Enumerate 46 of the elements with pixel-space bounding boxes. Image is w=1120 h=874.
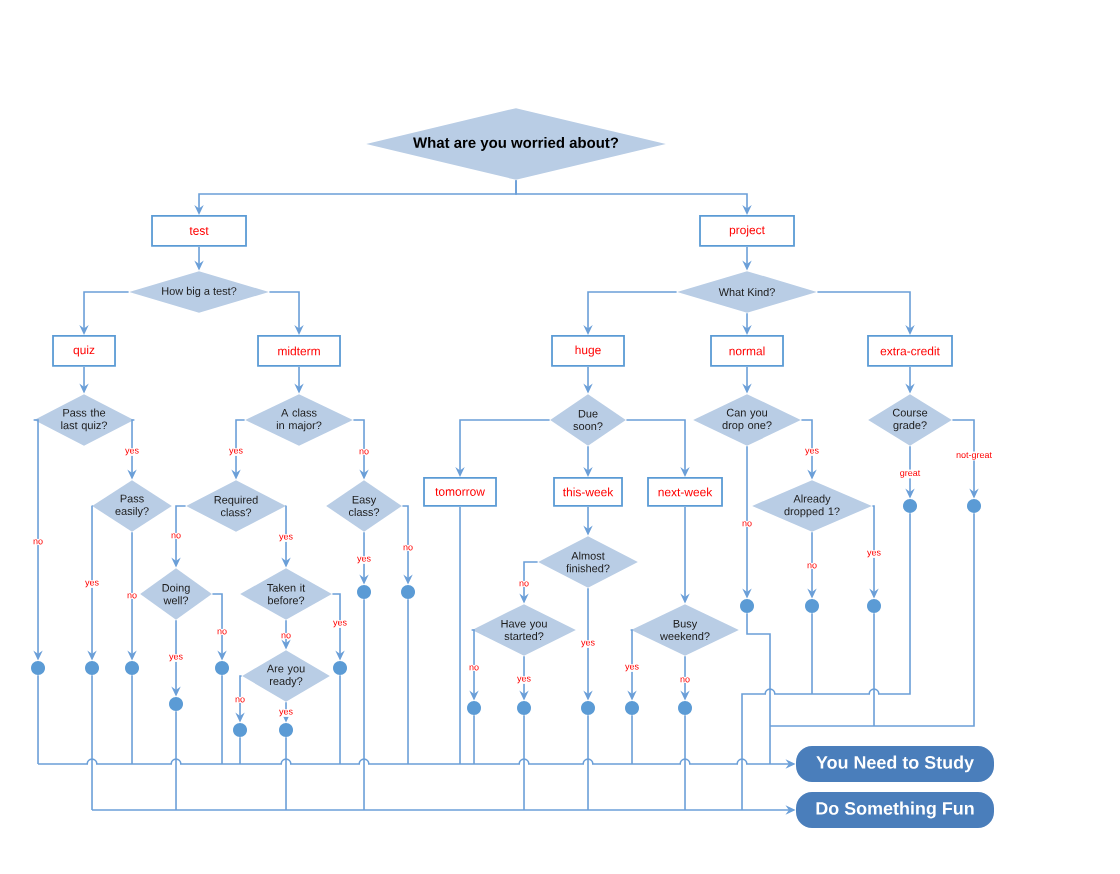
junction-dot: [279, 722, 293, 737]
terminal-box: You Need to Study: [796, 745, 994, 782]
connector-line: [769, 725, 875, 727]
terminal-box: Do Something Fun: [796, 791, 994, 828]
connector-line: [459, 506, 461, 765]
connector-line: [684, 714, 686, 811]
connector-line: [285, 736, 287, 811]
junction-dot: [125, 660, 139, 675]
connector-line: [221, 674, 223, 765]
connector-line: [523, 714, 525, 811]
connector-line: [473, 714, 475, 765]
junction-dot: [169, 696, 183, 711]
junction-dot: [401, 584, 415, 599]
junction-dot: [233, 722, 247, 737]
junction-dot: [85, 660, 99, 675]
junction-dot: [805, 598, 819, 613]
connector-line: [811, 512, 911, 695]
connector-line: [407, 598, 409, 765]
junction-dot: [467, 700, 481, 715]
connector-line: [363, 598, 365, 811]
connector-line: [239, 736, 241, 765]
junction-dot: [517, 700, 531, 715]
connector-line: [91, 674, 93, 811]
junction-dot: [967, 498, 981, 513]
connector-line: [175, 710, 177, 811]
connector-line: [873, 512, 975, 727]
connector-line: [631, 714, 633, 765]
connector-line: [37, 674, 39, 765]
connector-line: [587, 714, 589, 811]
junction-dot: [215, 660, 229, 675]
junction-dot: [678, 700, 692, 715]
connector-line: [811, 612, 813, 695]
junction-dot: [357, 584, 371, 599]
junction-dot: [903, 498, 917, 513]
junction-dot: [740, 598, 754, 613]
junction-dot: [625, 700, 639, 715]
junction-dot: [31, 660, 45, 675]
connector-line: [741, 688, 813, 811]
connector-line: [769, 725, 771, 765]
junction-dot: [333, 660, 347, 675]
junction-dot: [581, 700, 595, 715]
connector-line: [339, 674, 341, 765]
connector-line: [131, 674, 133, 765]
connector-line: [873, 612, 875, 727]
junction-dot: [867, 598, 881, 613]
connector-line: [746, 612, 771, 727]
